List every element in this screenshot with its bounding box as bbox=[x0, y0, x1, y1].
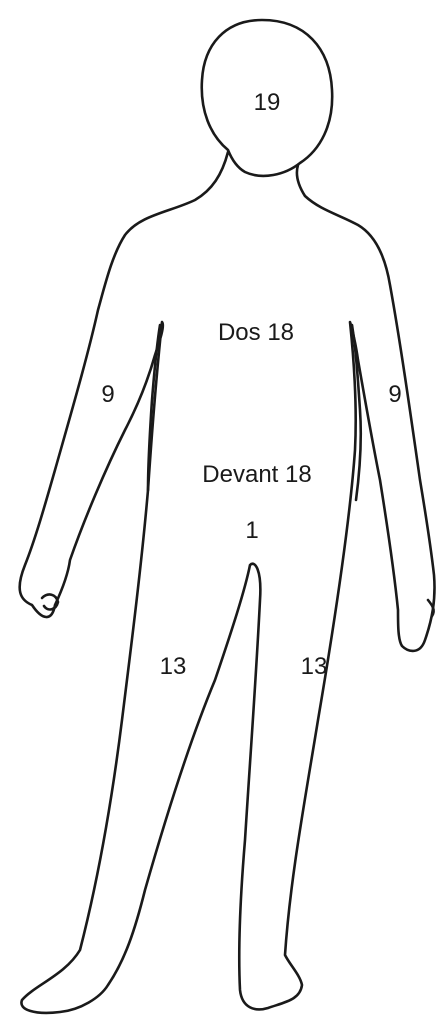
genital-label: 1 bbox=[245, 517, 258, 544]
right-arm-label: 9 bbox=[101, 381, 114, 408]
back-label: Dos 18 bbox=[218, 319, 294, 346]
left-leg-label: 13 bbox=[301, 653, 328, 680]
left-arm-label: 9 bbox=[388, 381, 401, 408]
right-leg-label: 13 bbox=[160, 653, 187, 680]
body-outline bbox=[20, 152, 435, 1013]
front-label: Devant 18 bbox=[202, 461, 311, 488]
head-label: 19 bbox=[254, 89, 281, 116]
